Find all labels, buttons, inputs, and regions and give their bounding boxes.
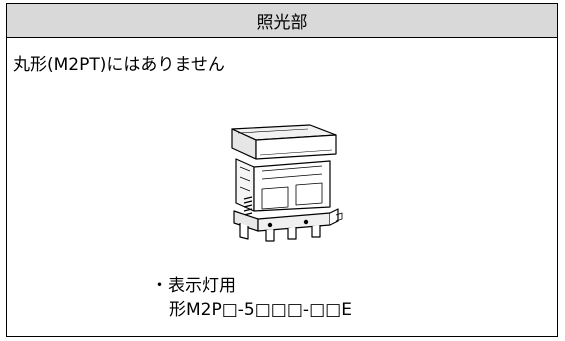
not-available-note: 丸形(M2PT)にはありません xyxy=(13,55,225,75)
illumination-table: 照光部 丸形(M2PT)にはありません xyxy=(6,3,558,337)
pushbutton-switch-icon xyxy=(231,124,343,242)
indicator-caption: ・表示灯用 形M2P□-5□□□-□□E xyxy=(151,274,352,322)
caption-line-model: 形M2P□-5□□□-□□E xyxy=(169,300,352,320)
table-header: 照光部 xyxy=(7,4,557,38)
header-title: 照光部 xyxy=(256,13,308,33)
caption-line-usage: ・表示灯用 xyxy=(151,276,236,296)
